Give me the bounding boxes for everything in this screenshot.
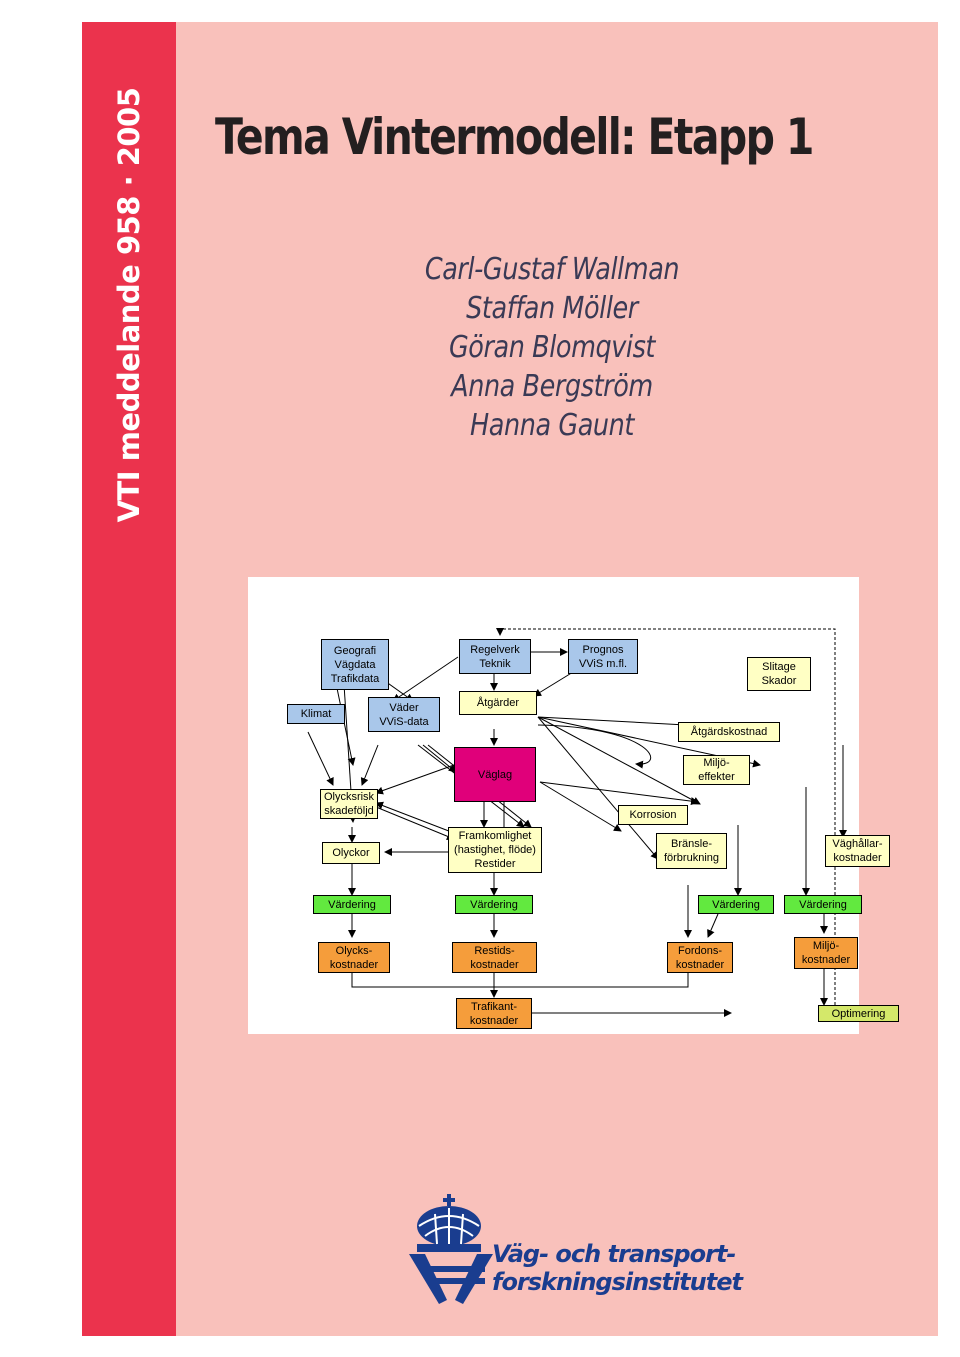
box-vaglag: Väglag — [454, 747, 536, 802]
box-olyckskostnader: Olycks- kostnader — [318, 942, 390, 973]
box-label: Bränsle- — [671, 838, 712, 850]
box-label: (hastighet, flöde) — [454, 844, 536, 856]
box-framkomlighet: Framkomlighet (hastighet, flöde) Restide… — [448, 827, 542, 873]
spine: VTI meddelande 958 · 2005 — [82, 22, 176, 1336]
box-label: Åtgärder — [476, 697, 520, 709]
box-label: kostnader — [469, 1014, 519, 1027]
box-label: Väghållar- — [832, 838, 883, 850]
box-label: Restids- — [474, 944, 515, 957]
author-list: Carl-Gustaf Wallman Staffan Möller Göran… — [332, 250, 772, 445]
box-label: förbrukning — [663, 852, 720, 864]
box-label: Väder — [389, 701, 419, 714]
box-label: Slitage — [762, 661, 796, 673]
box-label: kostnader — [329, 958, 379, 971]
box-vardering-2: Värdering — [455, 895, 533, 914]
box-label: effekter — [698, 771, 735, 783]
box-optimering: Optimering — [818, 1005, 899, 1022]
logo-line: forskningsinstitutet — [492, 1268, 743, 1296]
box-label: Framkomlighet — [458, 830, 532, 842]
author: Staffan Möller — [466, 291, 638, 326]
box-fordonskostnader: Fordons- kostnader — [667, 942, 733, 973]
logo-text: Väg- och transport- forskningsinstitutet — [492, 1240, 743, 1296]
box-label: Restider — [474, 858, 516, 870]
series-label: VTI meddelande 958 · 2005 — [112, 87, 146, 523]
box-miljokostnader: Miljö- kostnader — [794, 937, 858, 969]
box-vardering-1: Värdering — [313, 895, 391, 914]
box-geografi: Geografi Vägdata Trafikdata — [321, 639, 389, 690]
box-label: Värdering — [712, 898, 760, 911]
box-label: Optimering — [831, 1007, 886, 1020]
box-label: Värdering — [328, 898, 376, 911]
box-miljoeffekter: Miljö- effekter — [683, 755, 750, 785]
box-olyckor: Olyckor — [322, 842, 380, 864]
box-vardering-3: Värdering — [698, 895, 774, 914]
box-label: kostnader — [675, 958, 725, 971]
box-klimat: Klimat — [287, 704, 345, 724]
box-label: Olyckor — [332, 847, 370, 859]
box-slitage: Slitage Skador — [747, 657, 811, 691]
box-label: Trafikdata — [330, 672, 380, 685]
box-label: Värdering — [799, 898, 847, 911]
box-bransle: Bränsle- förbrukning — [656, 833, 727, 869]
box-trafikantkostnader: Trafikant- kostnader — [456, 998, 532, 1029]
box-label: Åtgärdskostnad — [690, 726, 768, 738]
box-vardering-4: Värdering — [784, 895, 862, 914]
box-label: Fordons- — [677, 944, 723, 957]
box-label: Prognos — [582, 643, 624, 656]
box-label: Trafikant- — [470, 1000, 518, 1013]
box-label: kostnader — [470, 958, 519, 971]
box-prognos: Prognos VViS m.fl. — [568, 639, 638, 674]
box-atgardskostnad: Åtgärdskostnad — [678, 722, 780, 742]
box-label: Värdering — [470, 898, 518, 911]
box-label: VViS-data — [379, 715, 429, 728]
box-label: Teknik — [479, 657, 511, 670]
report-title: Tema Vintermodell: Etapp 1 — [215, 108, 814, 166]
box-label: skadeföljd — [324, 805, 374, 817]
vti-logo: Väg- och transport- forskningsinstitutet — [407, 1192, 743, 1307]
crown-emblem-icon — [409, 1194, 493, 1304]
author: Göran Blomqvist — [448, 330, 656, 365]
box-label: Klimat — [300, 708, 332, 720]
box-label: Olycks- — [335, 944, 373, 957]
box-vaghallar: Väghållar- kostnader — [825, 835, 890, 867]
logo-line: Väg- och transport- — [492, 1240, 736, 1268]
box-regelverk: Regelverk Teknik — [459, 639, 531, 674]
box-vader: Väder VViS-data — [368, 697, 440, 732]
box-label: Väglag — [477, 768, 513, 781]
author: Carl-Gustaf Wallman — [424, 252, 680, 287]
model-diagram: Geografi Vägdata Trafikdata Regelverk Te… — [248, 577, 899, 1034]
box-label: Geografi — [333, 644, 377, 657]
author: Hanna Gaunt — [470, 408, 634, 443]
cover: VTI meddelande 958 · 2005 Tema Vintermod… — [82, 22, 938, 1336]
box-label: Olycksrisk — [323, 791, 375, 803]
box-label: Skador — [761, 675, 797, 687]
box-label: Korrosion — [629, 809, 677, 821]
box-atgarder: Åtgärder — [459, 691, 537, 715]
box-label: kostnader — [833, 852, 882, 864]
box-korrosion: Korrosion — [618, 805, 688, 825]
box-olycksrisk: Olycksrisk skadeföljd — [320, 789, 378, 819]
box-label: Miljö- — [703, 757, 730, 769]
box-label: VViS m.fl. — [578, 657, 628, 670]
box-label: Miljö- — [812, 940, 840, 952]
author: Anna Bergström — [451, 369, 653, 404]
box-restidskostnader: Restids- kostnader — [452, 942, 537, 973]
box-label: kostnader — [801, 954, 851, 966]
box-label: Vägdata — [334, 658, 376, 671]
box-label: Regelverk — [470, 643, 520, 656]
